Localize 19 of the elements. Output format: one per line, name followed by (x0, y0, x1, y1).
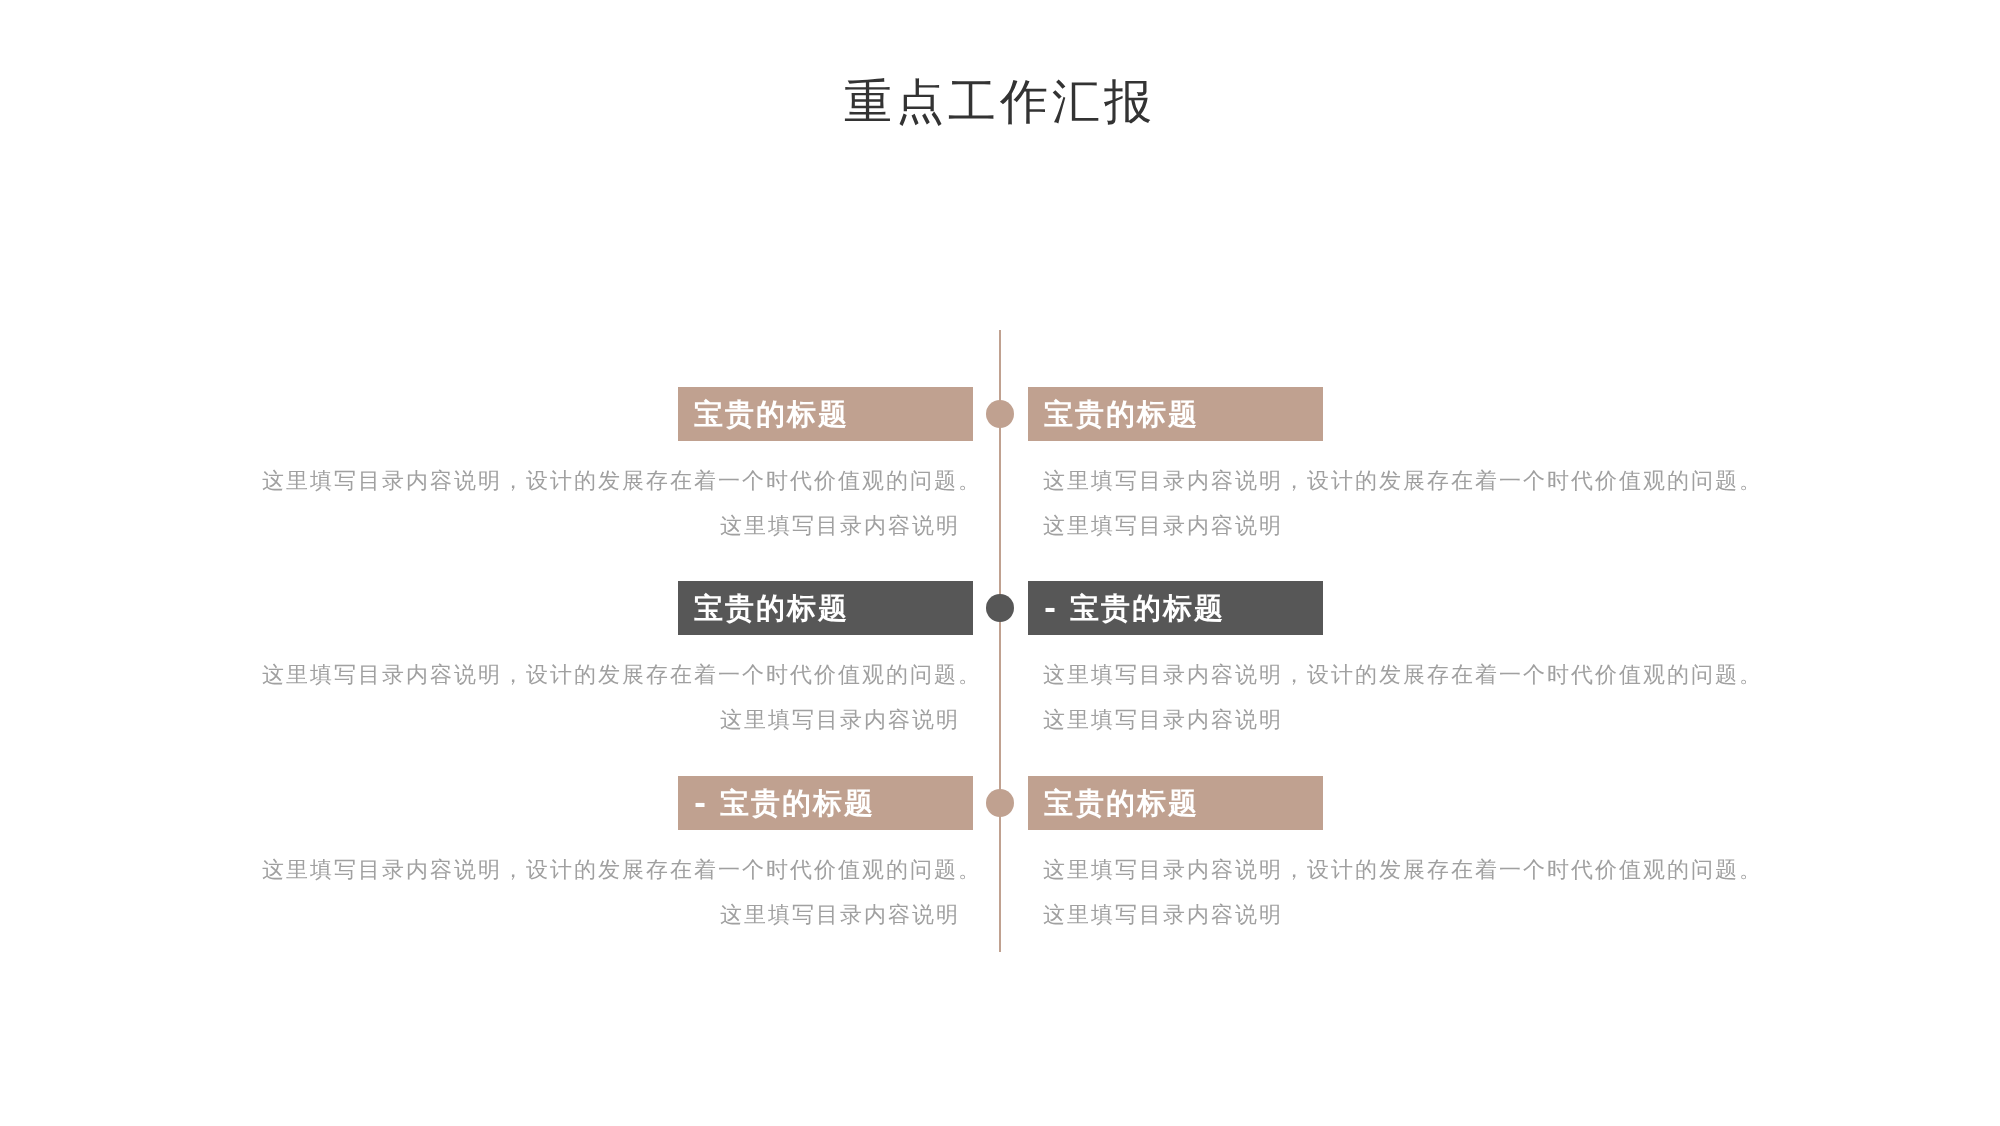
slide-title: 重点工作汇报 (843, 72, 1157, 131)
description-text: 这里填写目录内容说明 (1043, 512, 1283, 540)
description-text: 这里填写目录内容说明，设计的发展存在着一个时代价值观的问题。 (1043, 856, 1763, 884)
description-text: 这里填写目录内容说明，设计的发展存在着一个时代价值观的问题。 (1043, 661, 1763, 689)
description-text: 这里填写目录内容说明 (720, 901, 960, 929)
description-text: 这里填写目录内容说明 (720, 512, 960, 540)
title-bar: 宝贵的标题 (1028, 387, 1323, 441)
description-text: 这里填写目录内容说明 (1043, 901, 1283, 929)
description-text: 这里填写目录内容说明，设计的发展存在着一个时代价值观的问题。 (262, 467, 982, 495)
title-bar: - 宝贵的标题 (1028, 581, 1323, 635)
title-bar: 宝贵的标题 (678, 387, 973, 441)
description-text: 这里填写目录内容说明 (720, 706, 960, 734)
title-bar: - 宝贵的标题 (678, 776, 973, 830)
title-bar: 宝贵的标题 (1028, 776, 1323, 830)
title-bar: 宝贵的标题 (678, 581, 973, 635)
description-text: 这里填写目录内容说明，设计的发展存在着一个时代价值观的问题。 (1043, 467, 1763, 495)
description-text: 这里填写目录内容说明 (1043, 706, 1283, 734)
description-text: 这里填写目录内容说明，设计的发展存在着一个时代价值观的问题。 (262, 856, 982, 884)
description-text: 这里填写目录内容说明，设计的发展存在着一个时代价值观的问题。 (262, 661, 982, 689)
